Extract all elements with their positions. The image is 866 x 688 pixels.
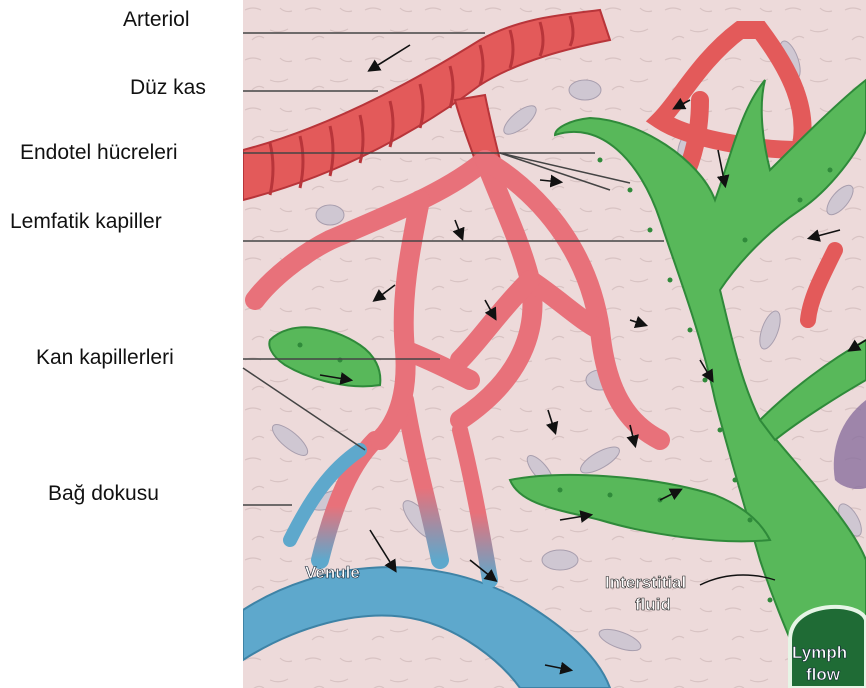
lymph-flow-label-line2: flow xyxy=(806,665,841,684)
venule-label: Venule xyxy=(305,563,360,582)
interstitial-fluid-label-line1: Interstitial xyxy=(605,573,686,592)
interstitial-fluid-label-line2: fluid xyxy=(635,595,671,614)
lymph-flow-label-line1: Lymph xyxy=(792,643,847,662)
